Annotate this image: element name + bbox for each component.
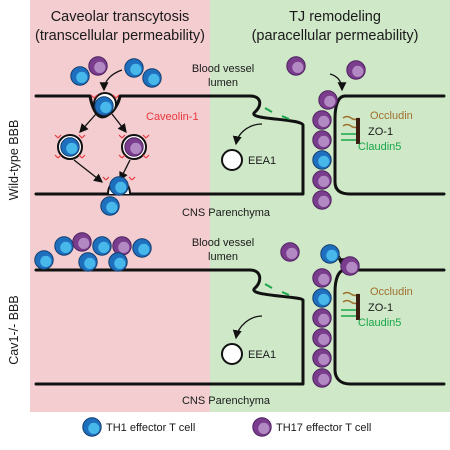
bottom-tj-zo1 [356, 294, 360, 320]
legend-th17-label: TH17 effector T cell [276, 422, 371, 434]
th17-cell [312, 170, 332, 190]
top-lumen-label-1: Blood vessel [192, 63, 254, 75]
th17-cell [124, 137, 144, 157]
th17-cell [312, 328, 332, 348]
th17-cell [312, 348, 332, 368]
bottom-right-endothelial-cell [333, 268, 446, 386]
top-zo1-label: ZO-1 [368, 126, 393, 138]
legend-th1-label: TH1 effector T cell [106, 422, 195, 434]
right-panel-title: TJ remodeling [289, 9, 381, 25]
th1-cell [320, 244, 340, 264]
top-tj-internalized [264, 107, 290, 120]
th17-cell [312, 110, 332, 130]
paracellular-panel-bg [210, 0, 450, 412]
bottom-lumen-label-1: Blood vessel [192, 237, 254, 249]
top-eea1-endosome [221, 149, 243, 171]
th17-cell [312, 308, 332, 328]
bottom-tj-internalized [264, 283, 290, 296]
bottom-claudin-label: Claudin5 [358, 317, 401, 329]
arrow-caveola-right [111, 113, 127, 134]
bottom-zo1-label: ZO-1 [368, 302, 393, 314]
cav1-knockout-row-label: Cav1-/- BBB [7, 295, 21, 364]
bottom-parenchyma-label: CNS Parenchyma [182, 395, 271, 407]
th1-cell [92, 236, 112, 256]
top-occludin-label: Occludin [370, 110, 413, 122]
bottom-eea1-label: EEA1 [248, 349, 276, 361]
bottom-lumen-label-2: lumen [208, 251, 238, 263]
right-panel-subtitle: (paracellular permeability) [252, 28, 419, 44]
wildtype-row-label: Wild-type BBB [7, 120, 21, 201]
th17-cell [340, 256, 360, 276]
arrow-to-endosome-bottom [232, 315, 263, 340]
bottom-occludin-label: Occludin [370, 286, 413, 298]
th17-cell [318, 90, 338, 110]
legend-th17-icon [252, 417, 272, 437]
th1-cell [312, 288, 332, 308]
th1-cell [94, 96, 114, 116]
arrow-to-endosome-top [232, 123, 263, 146]
th1-cell [34, 250, 54, 270]
bottom-left-endothelial-cell [34, 268, 305, 386]
th1-cell [100, 196, 120, 216]
top-tj-claudin [341, 133, 356, 141]
left-panel-title: Caveolar transcytosis [51, 9, 190, 25]
top-tj-zo1 [356, 118, 360, 144]
th1-cell [60, 137, 80, 157]
th17-cell [112, 236, 132, 256]
arrow-vesicle-down-left [73, 159, 104, 183]
left-panel-subtitle: (transcellular permeability) [35, 28, 205, 44]
legend-th1-icon [82, 417, 102, 437]
caveolin-label: Caveolin-1 [146, 111, 199, 123]
th17-cell [312, 368, 332, 388]
arrow-tj-top [329, 73, 347, 92]
th1-cell [70, 66, 90, 86]
top-claudin-label: Claudin5 [358, 141, 401, 153]
th1-cell [78, 252, 98, 272]
th17-cell [312, 268, 332, 288]
th17-cell [312, 130, 332, 150]
top-lumen-label-2: lumen [208, 77, 238, 89]
th1-cell [108, 252, 128, 272]
th17-cell [346, 60, 366, 80]
arrow-caveola-left [79, 113, 97, 133]
top-parenchyma-label: CNS Parenchyma [182, 207, 271, 219]
th1-cell [142, 68, 162, 88]
th17-cell [286, 56, 306, 76]
th1-cell [124, 58, 144, 78]
th17-cell [88, 56, 108, 76]
bottom-tj-claudin [341, 309, 356, 317]
top-eea1-label: EEA1 [248, 155, 276, 167]
top-right-endothelial-cell [333, 94, 446, 196]
transcellular-panel-bg [30, 0, 210, 412]
th1-cell [109, 176, 129, 196]
th1-cell [54, 236, 74, 256]
th17-cell [312, 190, 332, 210]
bottom-eea1-endosome [221, 343, 243, 365]
th1-cell [132, 238, 152, 258]
th17-cell [280, 242, 300, 262]
th17-cell [72, 232, 92, 252]
arrow-vesicle-down-right [119, 159, 131, 182]
top-left-endothelial-cell [34, 94, 305, 196]
arrow-into-caveola [99, 69, 123, 92]
th1-cell [312, 150, 332, 170]
